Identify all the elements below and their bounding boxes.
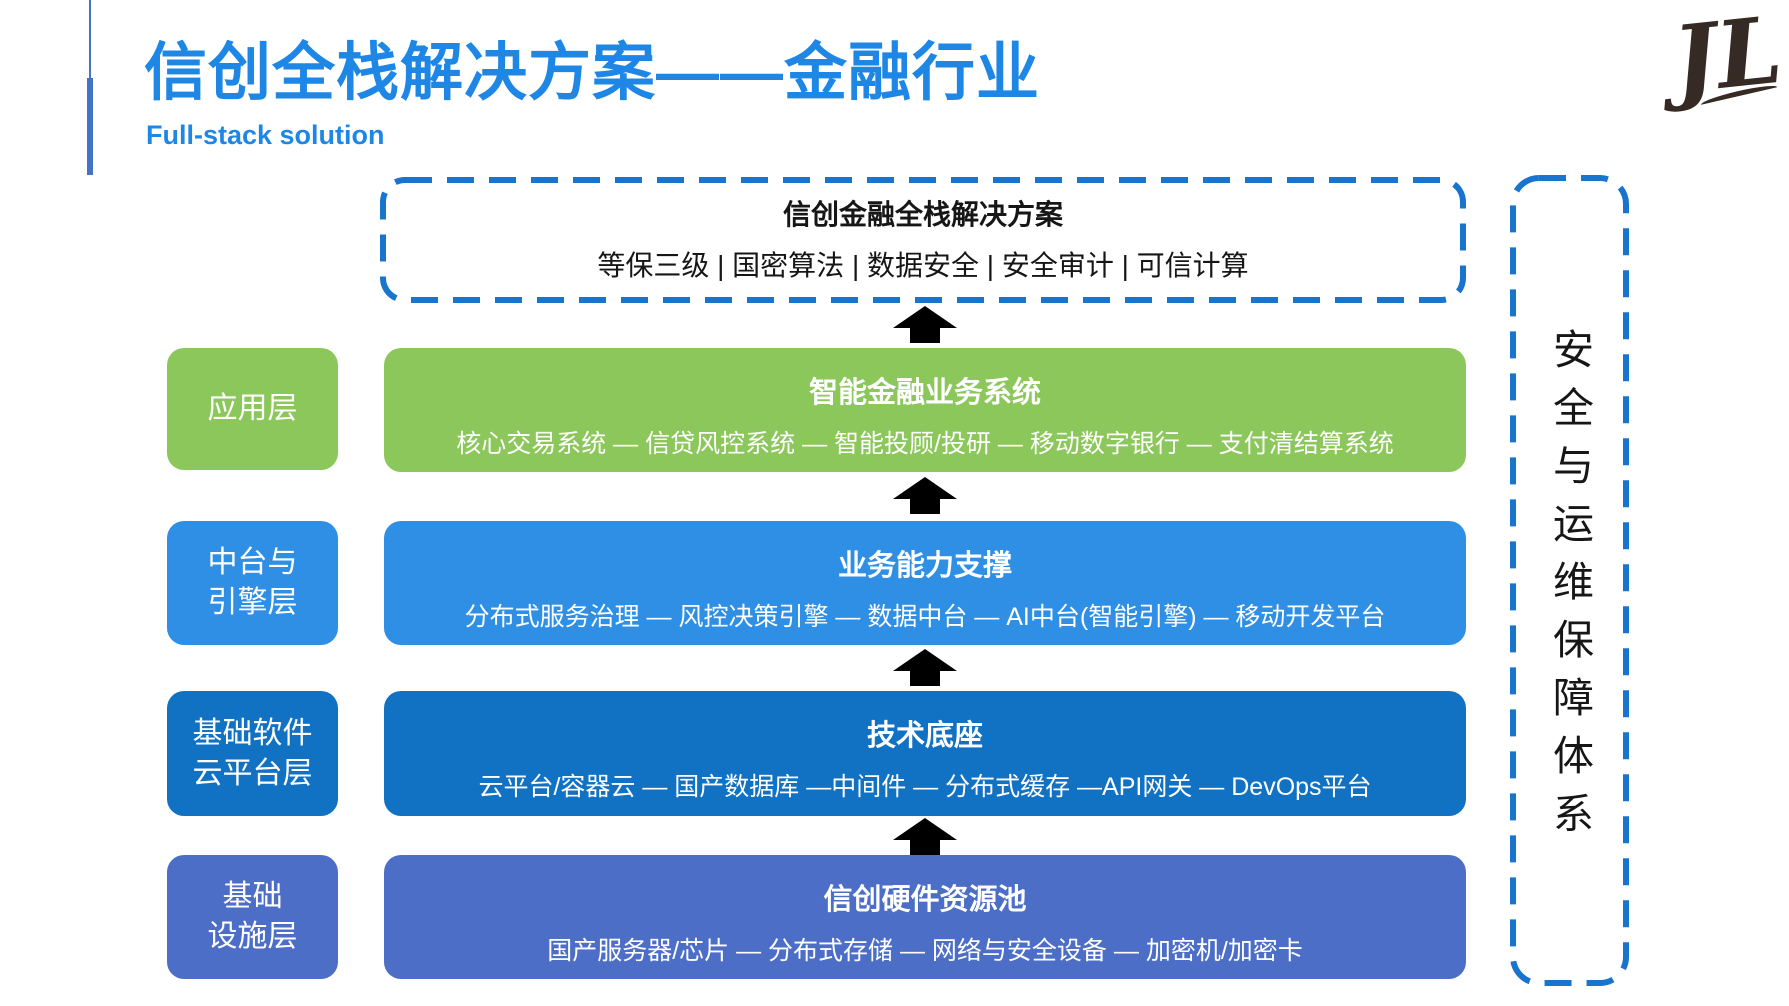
- label-line: 中台与: [207, 546, 298, 580]
- layer-box-application: 智能金融业务系统 核心交易系统 — 信贷风控系统 — 智能投顾/投研 — 移动数…: [384, 348, 1466, 472]
- summary-title: 信创金融全栈解决方案: [782, 199, 1063, 230]
- arrow-stem: [910, 671, 940, 686]
- arrow-head: [893, 306, 957, 328]
- arrow-head: [893, 818, 957, 840]
- arrow-head: [893, 477, 957, 499]
- layer-items: 国产服务器/芯片 — 分布式存储 — 网络与安全设备 — 加密机/加密卡: [547, 937, 1303, 965]
- page-subtitle: Full-stack solution: [146, 120, 385, 150]
- arrow-stem: [910, 328, 940, 343]
- layer-label-middleware-engine: 中台与 引擎层: [167, 521, 338, 645]
- up-arrow-icon: [893, 306, 957, 344]
- layer-label-software-cloud: 基础软件 云平台层: [167, 691, 338, 816]
- left-accent-line-thin: [89, 0, 91, 82]
- arrow-stem: [910, 499, 940, 514]
- label-line: 应用层: [207, 392, 298, 426]
- arrow-stem: [910, 840, 940, 855]
- label-line: 基础: [222, 880, 283, 914]
- layer-title: 智能金融业务系统: [808, 377, 1041, 409]
- layer-title: 业务能力支撑: [837, 550, 1012, 582]
- label-line: 引擎层: [207, 586, 298, 619]
- layer-box-business-capability: 业务能力支撑 分布式服务治理 — 风控决策引擎 — 数据中台 — AI中台(智能…: [384, 521, 1466, 645]
- dashed-border: [1510, 175, 1629, 986]
- layer-items: 分布式服务治理 — 风控决策引擎 — 数据中台 — AI中台(智能引擎) — 移…: [464, 603, 1386, 631]
- up-arrow-icon: [893, 477, 957, 515]
- summary-capabilities: 等保三级 | 国密算法 | 数据安全 | 安全审计 | 可信计算: [597, 250, 1249, 281]
- dashed-border: [380, 177, 1466, 303]
- label-line: 基础软件: [192, 716, 313, 750]
- solution-summary-box: 信创金融全栈解决方案 等保三级 | 国密算法 | 数据安全 | 安全审计 | 可…: [380, 177, 1466, 303]
- layer-box-hardware-pool: 信创硬件资源池 国产服务器/芯片 — 分布式存储 — 网络与安全设备 — 加密机…: [384, 855, 1466, 979]
- layer-box-tech-foundation: 技术底座 云平台/容器云 — 国产数据库 —中间件 — 分布式缓存 —API网关…: [384, 691, 1466, 816]
- label-line: 云平台层: [192, 756, 313, 790]
- label-line: 设施层: [207, 920, 298, 953]
- up-arrow-icon: [893, 818, 957, 856]
- layer-title: 信创硬件资源池: [823, 884, 1027, 916]
- layer-label-application: 应用层: [167, 348, 338, 470]
- layer-label-infrastructure: 基础 设施层: [167, 855, 338, 979]
- arrow-head: [893, 649, 957, 671]
- layer-items: 核心交易系统 — 信贷风控系统 — 智能投顾/投研 — 移动数字银行 — 支付清…: [456, 430, 1394, 458]
- security-ops-assurance-box: 安全与运维保障体系: [1510, 175, 1629, 986]
- left-accent-line-thick: [87, 78, 93, 175]
- page-title: 信创全栈解决方案——金融行业: [144, 38, 1040, 108]
- layer-items: 云平台/容器云 — 国产数据库 —中间件 — 分布式缓存 —API网关 — De…: [478, 773, 1372, 801]
- up-arrow-icon: [893, 649, 957, 687]
- layer-title: 技术底座: [866, 720, 983, 752]
- security-ops-vertical-text: 安全与运维保障体系: [1545, 328, 1594, 850]
- jl-logo-icon: JL: [1662, 0, 1789, 126]
